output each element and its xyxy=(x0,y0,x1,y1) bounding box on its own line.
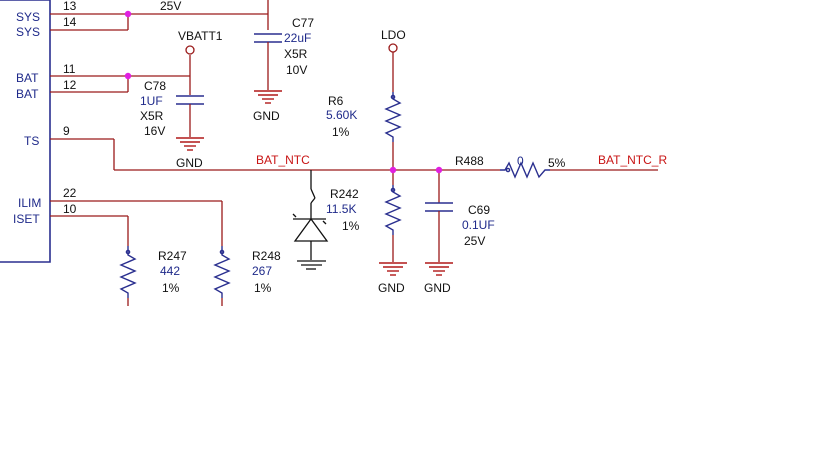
pin-number-11: 11 xyxy=(63,62,76,76)
c78-ref: C78 xyxy=(144,79,166,93)
r247-resistor xyxy=(119,246,137,306)
r248-resistor xyxy=(213,246,231,306)
ic-body xyxy=(0,0,51,263)
bat-ntc-net-label: BAT_NTC xyxy=(256,153,310,167)
pin-number-12: 12 xyxy=(63,78,77,92)
ldo-port xyxy=(388,43,398,92)
c77-ref: C77 xyxy=(292,16,314,30)
r488-value: 0 xyxy=(517,154,524,168)
c69-capacitor xyxy=(425,170,453,262)
r488-tolerance: 5% xyxy=(548,156,566,170)
pin-number-22: 22 xyxy=(63,186,77,200)
r242-resistor xyxy=(384,170,402,262)
junction-dots xyxy=(124,10,443,174)
r247-ref: R247 xyxy=(158,249,187,263)
junction-dot-sys xyxy=(124,10,132,18)
r6-resistor xyxy=(384,92,402,170)
pin-label-sys-2: SYS xyxy=(16,25,40,39)
pin-label-bat-2: BAT xyxy=(16,87,39,101)
c77-gnd-label: GND xyxy=(253,109,280,123)
junction-dot-c69 xyxy=(435,166,443,174)
pin-label-iset: ISET xyxy=(13,212,40,226)
bat-ntc-r-net-label: BAT_NTC_R xyxy=(598,153,667,167)
pin-label-bat-1: BAT xyxy=(16,71,39,85)
r242-tolerance: 1% xyxy=(342,219,360,233)
c69-gnd-label: GND xyxy=(424,281,451,295)
ilim-iset-wires xyxy=(50,200,223,246)
c77-dielectric: X5R xyxy=(284,47,308,61)
r488-resistor xyxy=(500,161,550,179)
r242-ref: R242 xyxy=(330,187,359,201)
r488-ref: R488 xyxy=(455,154,484,168)
pin-number-9: 9 xyxy=(63,124,70,138)
c78-voltage: 16V xyxy=(144,124,165,138)
c78-dielectric: X5R xyxy=(140,109,164,123)
c78-gnd-label: GND xyxy=(176,156,203,170)
c69-voltage: 25V xyxy=(464,234,485,248)
pin-label-ilim: ILIM xyxy=(18,196,41,210)
pin-number-10: 10 xyxy=(63,202,77,216)
bat-ntc-wires xyxy=(50,138,658,171)
junction-dot-r6-r242 xyxy=(389,166,397,174)
pin-label-sys-1: SYS xyxy=(16,10,40,24)
sys-wires xyxy=(50,0,269,31)
pin-number-14: 14 xyxy=(63,15,77,29)
c78-value: 1UF xyxy=(140,94,163,108)
c69-ref: C69 xyxy=(468,203,490,217)
c77-voltage: 10V xyxy=(286,63,307,77)
r248-ref: R248 xyxy=(252,249,281,263)
r247-value: 442 xyxy=(160,264,180,278)
r242-ground-symbol xyxy=(379,262,407,276)
pin-number-13: 13 xyxy=(63,0,77,13)
vbatt-label: VBATT1 xyxy=(178,29,223,43)
r247-tolerance: 1% xyxy=(162,281,180,295)
c78-capacitor xyxy=(176,95,204,137)
vbatt-port xyxy=(185,45,195,55)
c69-ground-symbol xyxy=(425,262,453,276)
c77-capacitor xyxy=(254,33,282,90)
r248-value: 267 xyxy=(252,264,272,278)
c78-ground-symbol xyxy=(176,137,204,151)
r242-gnd-label: GND xyxy=(378,281,405,295)
r6-value: 5.60K xyxy=(326,108,357,122)
c69-value: 0.1UF xyxy=(462,218,495,232)
r242-value: 11.5K xyxy=(326,202,356,216)
diode-symbol xyxy=(292,170,329,270)
r6-ref: R6 xyxy=(328,94,344,108)
r6-tolerance: 1% xyxy=(332,125,350,139)
pin-label-ts: TS xyxy=(24,134,39,148)
sys-voltage-label: 25V xyxy=(160,0,181,13)
junction-dot-bat xyxy=(124,72,132,80)
c77-value: 22uF xyxy=(284,31,311,45)
r248-tolerance: 1% xyxy=(254,281,272,295)
ldo-label: LDO xyxy=(381,28,406,42)
c77-ground-symbol xyxy=(254,90,282,104)
